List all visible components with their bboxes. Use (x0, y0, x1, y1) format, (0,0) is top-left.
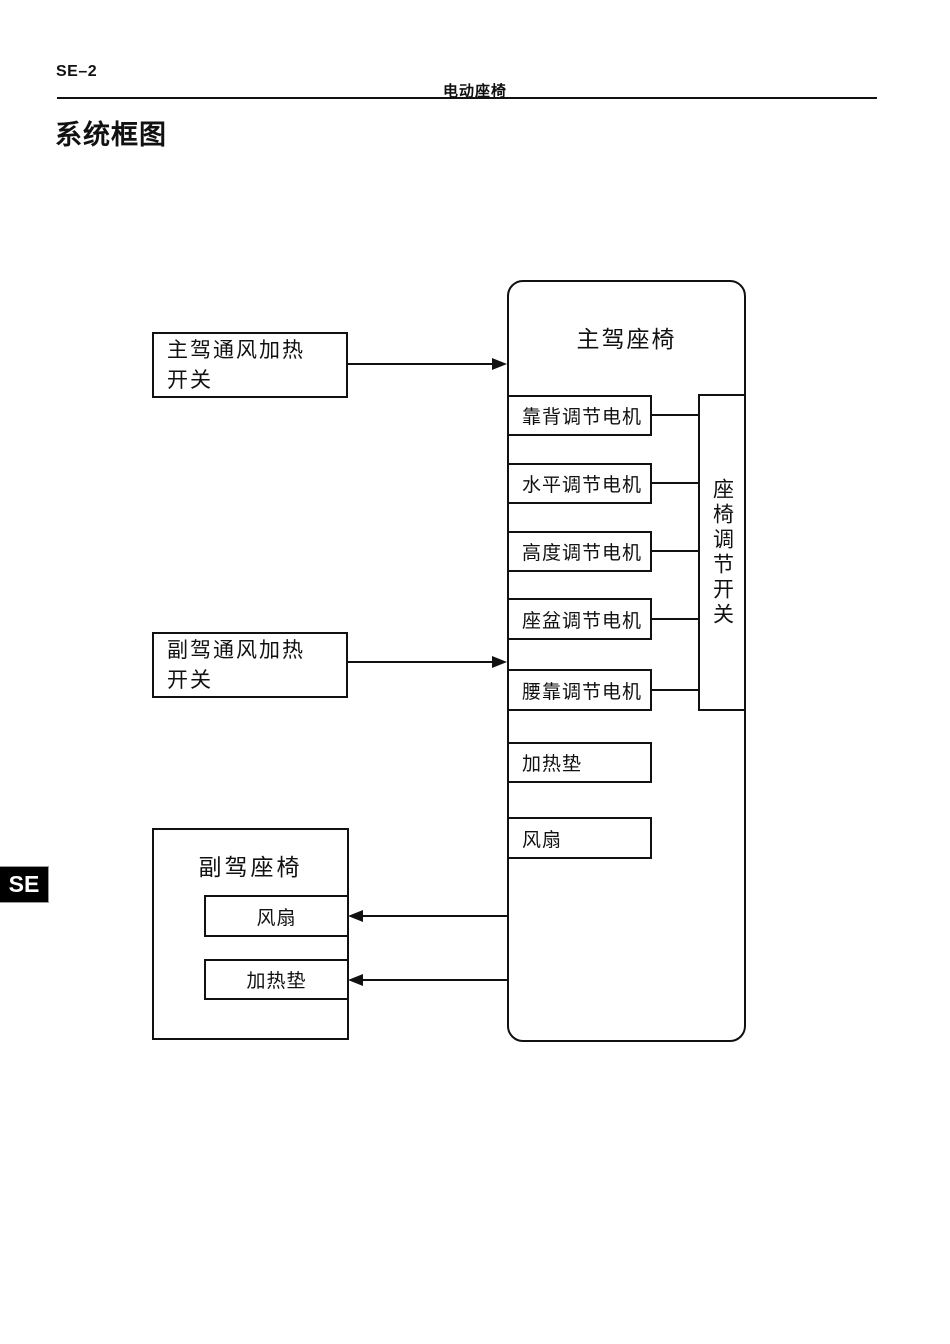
passenger-seat-title: 副驾座椅 (198, 855, 303, 881)
page-number: SE–2 (56, 63, 98, 80)
arrowhead-passenger-switch (492, 656, 507, 668)
arrowhead-to-passenger-heating-pad (348, 974, 363, 986)
header-title: 电动座椅 (442, 83, 507, 100)
connector-horizontal-switch (650, 482, 700, 484)
seat-pan-motor-box: 座盆调节电机 (507, 598, 652, 640)
height-motor-box: 高度调节电机 (507, 531, 652, 572)
seat-adjust-switch-box: 座椅调节开关 (698, 394, 746, 711)
connector-seat-pan-switch (650, 618, 700, 620)
horizontal-motor-box: 水平调节电机 (507, 463, 652, 504)
passenger-fan-box: 风扇 (204, 895, 349, 937)
arrow-line-to-passenger-fan (361, 915, 507, 917)
seat-adjust-switch-label: 座椅调节开关 (710, 477, 735, 628)
arrowhead-driver-switch (492, 358, 507, 370)
connector-lumbar-switch (650, 689, 700, 691)
header-rule (57, 97, 877, 99)
arrow-line-driver-switch (347, 363, 495, 365)
arrowhead-to-passenger-fan (348, 910, 363, 922)
driver-vent-heat-switch-box: 主驾通风加热 开关 (152, 332, 348, 398)
driver-seat-title: 主驾座椅 (576, 327, 677, 353)
passenger-vent-heat-switch-box: 副驾通风加热 开关 (152, 632, 348, 698)
arrow-line-to-passenger-heating-pad (361, 979, 507, 981)
driver-fan-box: 风扇 (507, 817, 652, 859)
lumbar-motor-box: 腰靠调节电机 (507, 669, 652, 711)
section-title: 系统框图 (55, 120, 167, 150)
backrest-motor-box: 靠背调节电机 (507, 395, 652, 436)
section-side-tab: SE (0, 867, 48, 902)
connector-height-switch (650, 550, 700, 552)
arrow-line-passenger-switch (347, 661, 495, 663)
connector-backrest-switch (650, 414, 700, 416)
passenger-heating-pad-box: 加热垫 (204, 959, 349, 1000)
driver-heating-pad-box: 加热垫 (507, 742, 652, 783)
